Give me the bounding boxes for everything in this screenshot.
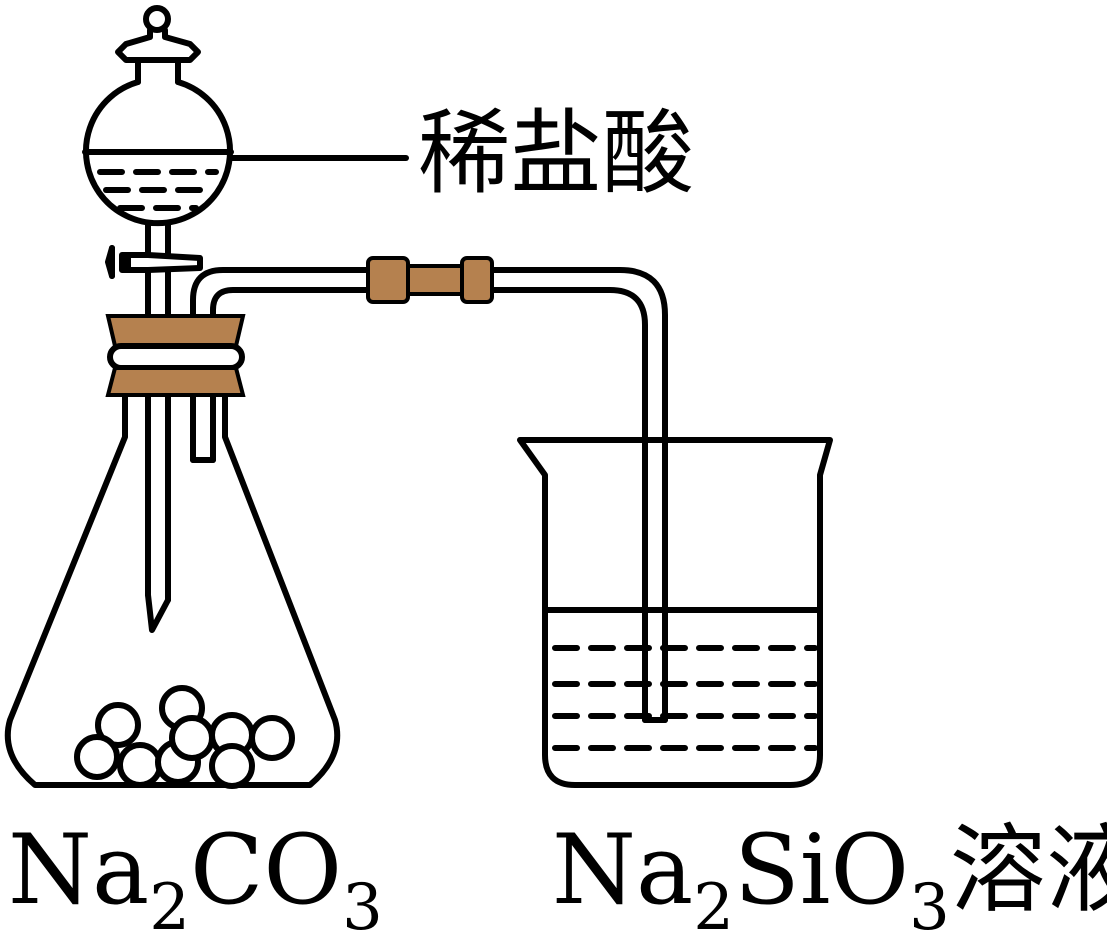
funnel-bulb — [82, 79, 234, 227]
formula-subscript: 2 — [693, 871, 734, 945]
funnel-stopcock — [105, 245, 203, 279]
formula-subscript: 2 — [149, 871, 190, 945]
formula-subscript: 3 — [342, 871, 383, 945]
formula-part: SiO — [733, 814, 910, 926]
formula-part: Na — [8, 814, 150, 926]
sodium-carbonate-label: Na2CO3 — [8, 822, 383, 940]
solution-word: 溶液 — [949, 814, 1107, 926]
erlenmeyer-flask — [4, 392, 341, 788]
beaker — [517, 437, 833, 788]
sodium-silicate-solution-label: Na2SiO3溶液 — [552, 822, 1107, 940]
formula-part: Na — [552, 814, 694, 926]
funnel-stem — [145, 222, 171, 633]
hydrochloric-acid-label: 稀盐酸 — [418, 100, 695, 207]
formula-part: CO — [189, 814, 343, 926]
delivery-tube — [190, 267, 668, 723]
funnel-stopper — [115, 5, 201, 85]
sodium-carbonate-granules — [74, 685, 295, 789]
formula-subscript: 3 — [909, 871, 950, 945]
rubber-stopper — [105, 314, 246, 397]
rubber-connector-tube — [366, 256, 494, 304]
